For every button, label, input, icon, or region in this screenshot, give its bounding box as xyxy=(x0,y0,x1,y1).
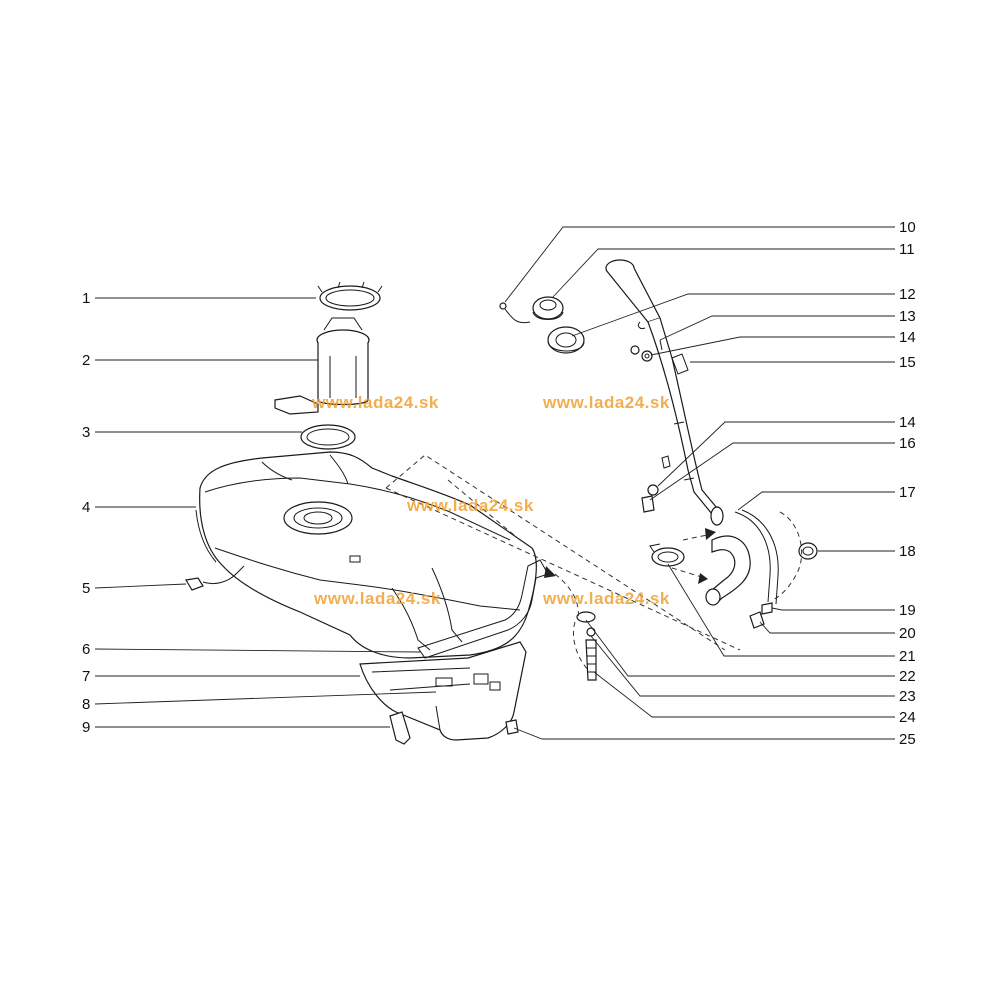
part-label-15: 15 xyxy=(899,354,916,371)
part-label-17: 17 xyxy=(899,484,916,501)
part-label-25: 25 xyxy=(899,731,916,748)
clip-drawing xyxy=(389,711,411,745)
part-label-5: 5 xyxy=(82,580,90,597)
filler-cap-drawing xyxy=(499,296,585,354)
watermark-text: www.lada24.sk xyxy=(542,393,670,412)
arrow-heads xyxy=(544,528,716,584)
small-fasteners-drawing xyxy=(630,345,659,513)
part-label-8: 8 xyxy=(82,696,90,713)
watermark-text: www.lada24.sk xyxy=(406,496,534,515)
part-label-9: 9 xyxy=(82,719,90,736)
part-label-14b: 14 xyxy=(899,414,916,431)
part-label-6: 6 xyxy=(82,641,90,658)
part-label-19: 19 xyxy=(899,602,916,619)
hose-clamp-drawing xyxy=(649,543,765,629)
part-label-3: 3 xyxy=(82,424,90,441)
heat-shield-drawing xyxy=(359,641,527,741)
sensor-wire-drawing xyxy=(185,565,245,591)
part-label-14: 14 xyxy=(899,329,916,346)
part-label-11: 11 xyxy=(899,241,915,258)
gasket-drawing xyxy=(300,424,356,450)
watermarks: www.lada24.sk www.lada24.sk www.lada24.s… xyxy=(311,393,670,608)
part-label-13: 13 xyxy=(899,308,916,325)
part-label-16: 16 xyxy=(899,435,916,452)
part-labels: 1 2 3 4 5 6 7 8 9 10 11 12 13 14 15 14 1… xyxy=(82,219,916,748)
part-label-1: 1 xyxy=(82,290,90,307)
part-label-12: 12 xyxy=(899,286,916,303)
part-label-24: 24 xyxy=(899,709,916,726)
leader-lines xyxy=(94,226,895,740)
part-label-7: 7 xyxy=(82,668,90,685)
watermark-text: www.lada24.sk xyxy=(542,589,670,608)
watermark-text: www.lada24.sk xyxy=(311,393,439,412)
part-label-23: 23 xyxy=(899,688,916,705)
fuel-pump-module-drawing xyxy=(274,317,370,415)
lock-ring-drawing xyxy=(317,281,383,311)
fuel-tank-drawing xyxy=(195,451,549,659)
mount-hardware-drawing xyxy=(505,611,597,735)
cap-part-18-drawing xyxy=(798,542,818,560)
part-label-10: 10 xyxy=(899,219,916,236)
filler-neck-drawing xyxy=(605,259,724,526)
part-label-21: 21 xyxy=(899,648,916,665)
watermark-text: www.lada24.sk xyxy=(313,589,441,608)
hose-drawing xyxy=(705,509,779,615)
part-label-4: 4 xyxy=(82,499,90,516)
part-label-18: 18 xyxy=(899,543,916,560)
part-label-20: 20 xyxy=(899,625,916,642)
part-label-22: 22 xyxy=(899,668,916,685)
part-label-2: 2 xyxy=(82,352,90,369)
